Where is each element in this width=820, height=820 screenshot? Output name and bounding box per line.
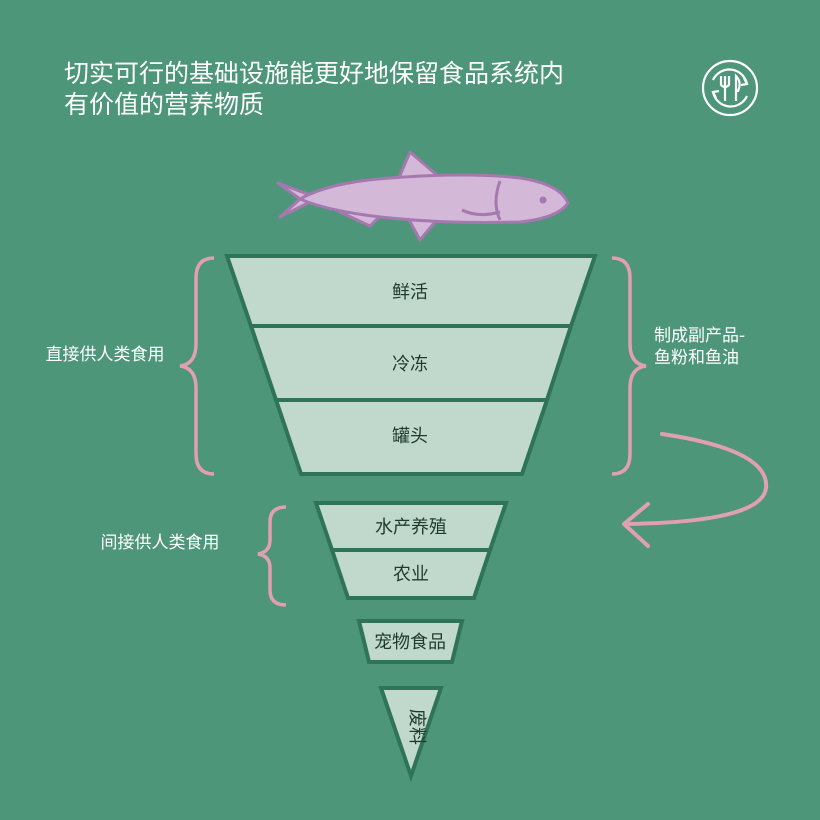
funnel-segment-pet-food (356, 619, 465, 664)
title-line-2: 有价值的营养物质 (64, 90, 265, 119)
circular-food-cycle-icon (701, 59, 759, 117)
segment-label-aquaculture: 水产养殖 (375, 516, 447, 538)
label-direct-consumption: 直接供人类食用 (46, 345, 165, 365)
fish-illustration (276, 150, 570, 242)
funnel-segment-waste (378, 686, 444, 783)
bracket-indirect (257, 505, 287, 607)
funnel-segment-canned (273, 398, 550, 476)
segment-label-frozen: 冷冻 (392, 354, 428, 375)
label-indirect-consumption: 间接供人类食用 (101, 533, 220, 553)
segment-label-agriculture: 农业 (393, 564, 429, 585)
curved-arrow-icon (622, 432, 769, 548)
segment-label-canned: 罐头 (392, 426, 428, 447)
label-byproduct-line-1: 制成副产品- (654, 326, 745, 346)
upper-funnel: 鲜活 冷冻 罐头 (224, 254, 598, 476)
segment-label-pet-food: 宠物食品 (374, 632, 446, 653)
label-byproduct-line-2: 鱼粉和鱼油 (654, 348, 739, 368)
bracket-direct (179, 256, 215, 476)
funnel-segment-agriculture (329, 548, 493, 600)
segment-label-waste: 废料 (406, 709, 427, 745)
bracket-byproduct (611, 256, 647, 476)
segment-label-fresh: 鲜活 (392, 282, 428, 303)
lower-funnel: 水产养殖 农业 (313, 501, 509, 600)
page-title: 切实可行的基础设施能更好地保留食品系统内 有价值的营养物质 (64, 58, 664, 120)
title-line-1: 切实可行的基础设施能更好地保留食品系统内 (64, 59, 565, 88)
